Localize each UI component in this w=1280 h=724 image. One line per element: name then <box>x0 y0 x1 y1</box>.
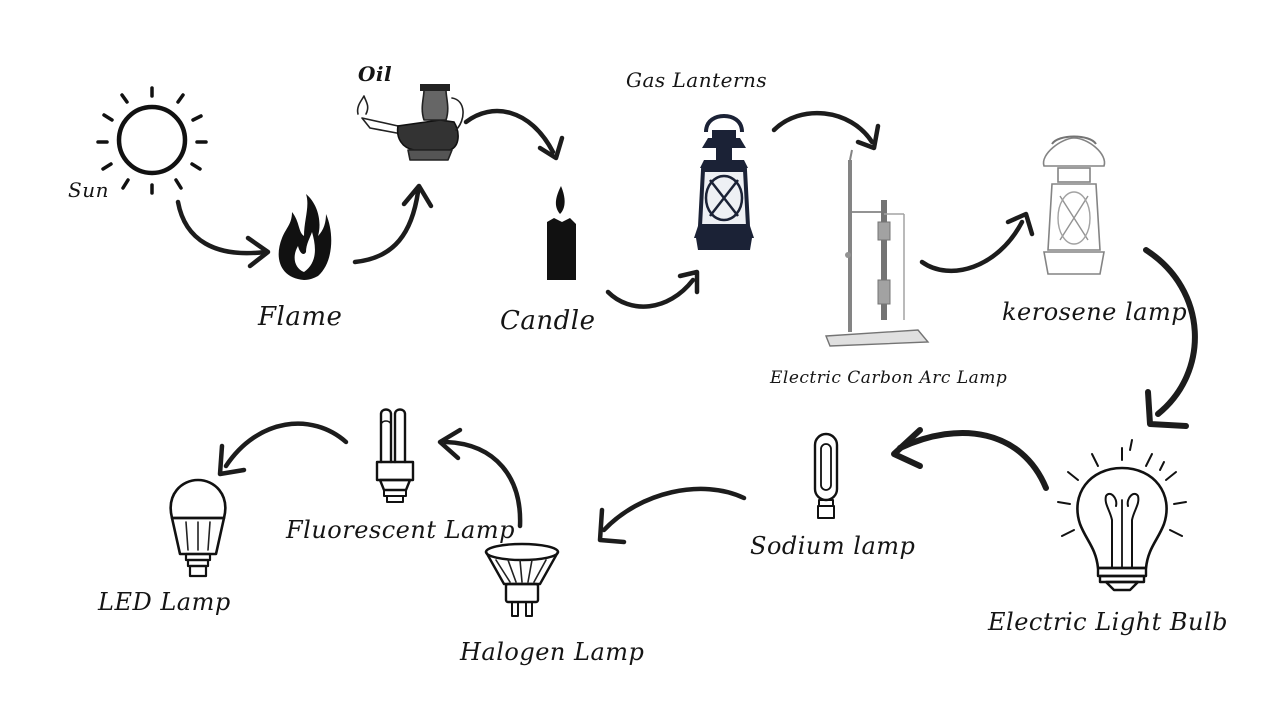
kerosene-lamp-icon <box>1042 135 1106 275</box>
label-led-lamp: LED Lamp <box>98 588 231 616</box>
arrow-candle-to-gas-lantern <box>605 269 700 309</box>
label-gas-lanterns: Gas Lanterns <box>626 68 768 92</box>
carbon-arc-lamp-icon <box>824 149 930 347</box>
light-bulb-icon <box>1057 439 1187 592</box>
fluorescent-lamp-icon <box>375 408 415 503</box>
arrow-halogen-to-fluorescent <box>437 427 523 529</box>
label-fluorescent-lamp: Fluorescent Lamp <box>286 516 515 544</box>
label-electric-light-bulb: Electric Light Bulb <box>988 608 1229 636</box>
gas-lantern-icon <box>694 113 754 250</box>
label-oil: Oil <box>358 62 393 86</box>
sun-icon <box>96 86 208 195</box>
arrow-sun-to-flame <box>175 199 271 269</box>
flame-icon <box>278 194 332 280</box>
led-lamp-icon <box>169 478 227 578</box>
label-halogen-lamp: Halogen Lamp <box>460 638 645 666</box>
arrow-flame-to-oil <box>352 183 434 265</box>
label-candle: Candle <box>500 306 596 336</box>
label-kerosene-lamp: kerosene lamp <box>1002 298 1188 326</box>
arrow-gas-lantern-to-carbon-arc <box>771 110 881 151</box>
arrows <box>175 108 1198 545</box>
arrow-fluorescent-to-led <box>217 421 349 477</box>
candle-icon <box>547 186 576 280</box>
arrow-light-bulb-to-sodium <box>891 427 1049 491</box>
label-flame: Flame <box>258 302 343 332</box>
label-sun: Sun <box>68 178 109 202</box>
arrow-carbon-arc-to-kerosene <box>919 211 1035 273</box>
halogen-lamp-icon <box>484 542 560 617</box>
label-sodium-lamp: Sodium lamp <box>750 532 916 560</box>
oil-lamp-icon <box>356 84 464 161</box>
sodium-lamp-icon <box>813 432 839 519</box>
label-carbon-arc-lamp: Electric Carbon Arc Lamp <box>770 368 1008 388</box>
arrow-kerosene-to-light-bulb <box>1143 247 1198 429</box>
arrow-oil-to-candle <box>463 108 565 161</box>
arrow-sodium-to-halogen <box>597 486 747 545</box>
